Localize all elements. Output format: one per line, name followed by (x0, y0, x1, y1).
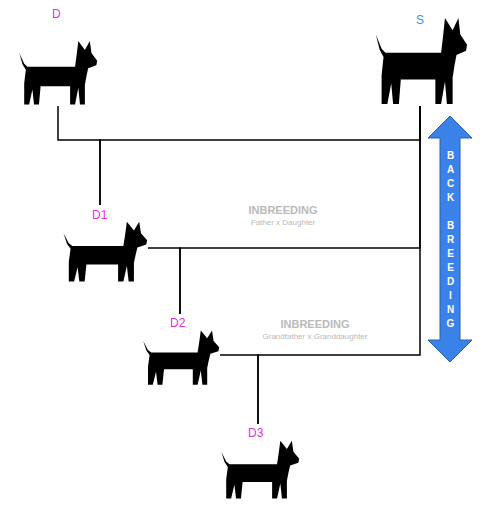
vertical-label: BACK BREEDING (444, 150, 456, 332)
lineage-line (148, 248, 180, 314)
dog-shape (376, 18, 467, 104)
dog-shape (64, 222, 148, 282)
lineage-line (100, 106, 420, 205)
dog-label: D3 (248, 427, 263, 439)
dog-node: D1 (60, 205, 148, 283)
dog-label: D (52, 8, 61, 20)
dog-silhouette (140, 328, 220, 386)
dog-silhouette (60, 219, 148, 283)
dog-node: D3 (218, 424, 300, 500)
dog-node: D2 (140, 314, 220, 386)
dog-silhouette (16, 38, 98, 106)
dog-shape (143, 331, 219, 385)
lineage-line (220, 355, 258, 424)
dog-label: S (416, 14, 424, 26)
lineage-line (180, 106, 420, 314)
dog-shape (221, 441, 299, 499)
dog-label: D1 (92, 209, 107, 221)
lineage-line (258, 106, 420, 424)
relation-heading: INBREEDING (280, 318, 349, 330)
dog-silhouette (218, 438, 300, 500)
relation-subtitle: Grandfather x Granddaughter (263, 332, 368, 341)
dog-shape (19, 41, 97, 104)
double-arrow-polygon (428, 116, 472, 362)
back-breeding-arrow: BACK BREEDING (428, 116, 472, 362)
relation-subtitle: Father x Daughter (251, 218, 315, 227)
dog-label: D2 (170, 317, 185, 329)
dog-node: D (16, 6, 98, 106)
relation-heading: INBREEDING (248, 204, 317, 216)
lineage-line (58, 106, 100, 205)
dog-silhouette (372, 14, 468, 106)
dog-node: S (372, 8, 468, 106)
